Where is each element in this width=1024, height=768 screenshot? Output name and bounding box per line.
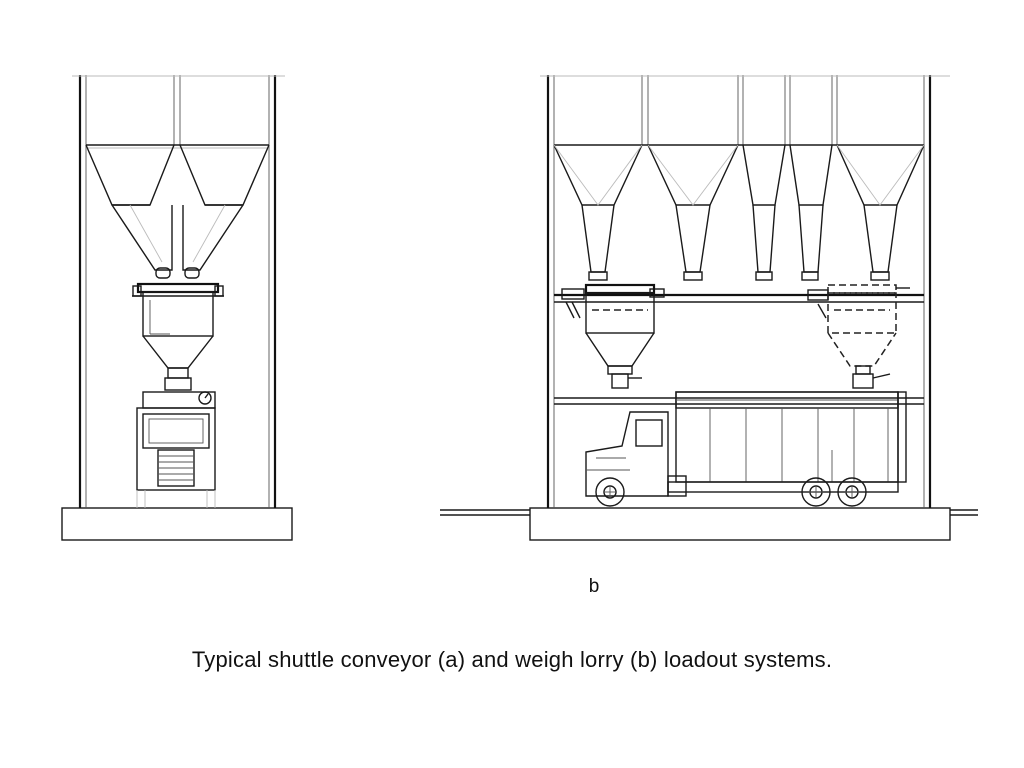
- weigh-hopper-dashed-b: [807, 284, 910, 389]
- lorry-front-view-a: [136, 391, 216, 508]
- weigh-rail-b: [554, 288, 924, 319]
- loading-rail-b: [554, 397, 924, 405]
- shuttle-bin-a: [132, 282, 224, 391]
- twin-hoppers-a: [85, 144, 270, 279]
- panel-label-b: b: [588, 576, 600, 597]
- lorry-side-view-b: [585, 391, 907, 507]
- weigh-lorry-system: [440, 75, 978, 541]
- foundation-slab-b: [529, 507, 951, 541]
- silo-cones-b: [553, 144, 925, 281]
- shuttle-conveyor-system: [61, 75, 293, 541]
- silo-walls-b: [540, 75, 950, 508]
- foundation-slab-a: [61, 507, 293, 541]
- silo-walls-a: [72, 75, 285, 508]
- weigh-hopper-solid-b: [584, 283, 656, 389]
- figure-caption: Typical shuttle conveyor (a) and weigh l…: [191, 647, 833, 672]
